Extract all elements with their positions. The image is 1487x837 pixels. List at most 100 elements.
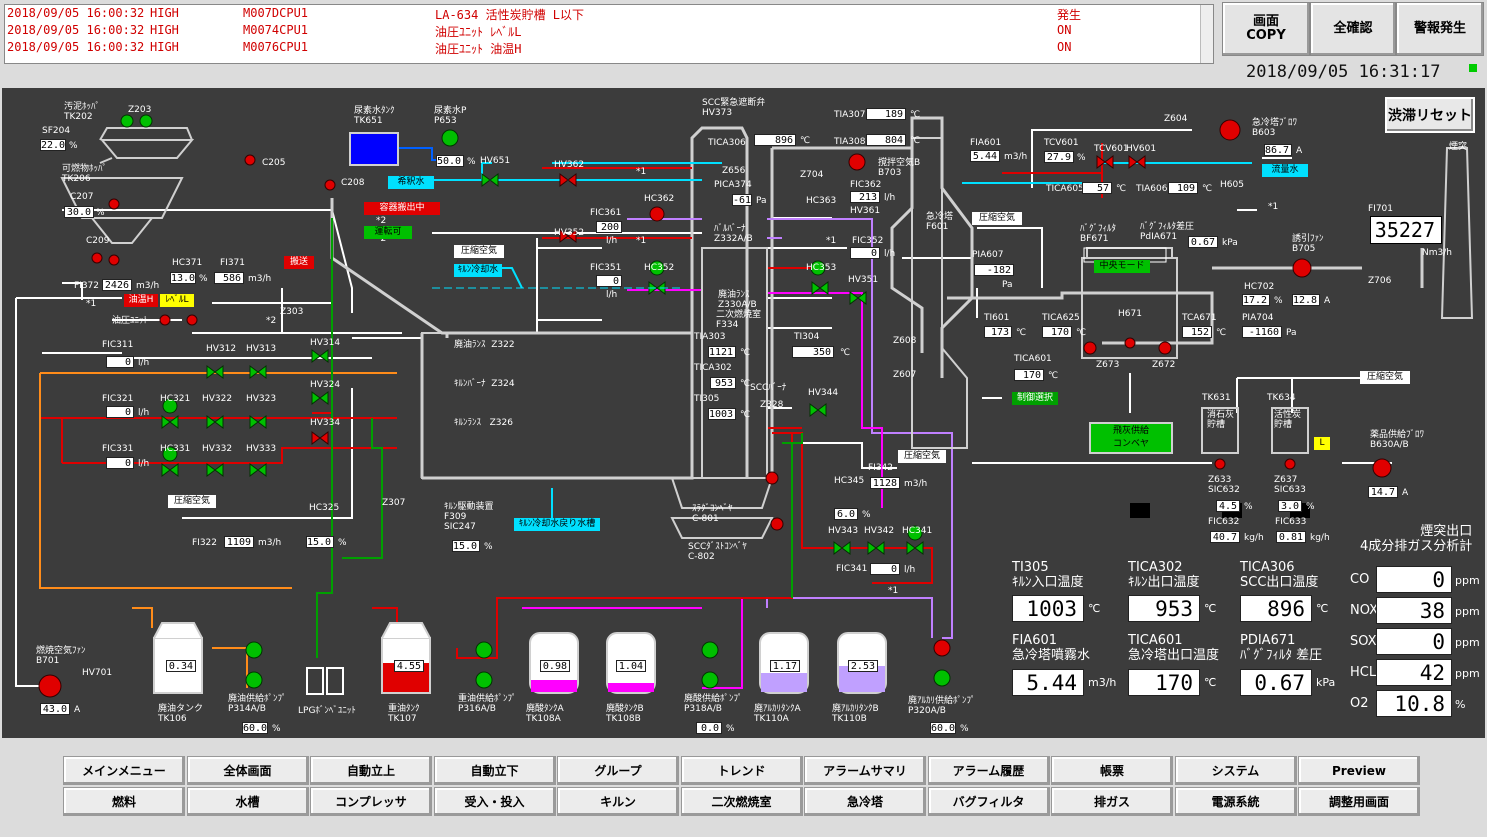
nav-button[interactable]: 燃料 [63,787,185,816]
process-label: 廃酸供給ﾎﾟﾝﾌﾟ P318A/B [684,694,743,714]
nav-button[interactable]: システム [1174,756,1297,785]
process-value: 0.81 [1276,531,1306,543]
process-value: 0 [106,457,134,469]
readout-label: TICA302 ｷﾙﾝ出口温度 [1128,560,1200,590]
process-label: TCV601 [1094,144,1129,154]
alarm-state: 発生 [1057,8,1082,22]
process-label: FIC331 [102,444,134,454]
process-value: -1160 [1242,326,1282,338]
nav-button[interactable]: 急冷塔 [804,787,926,816]
nav-button[interactable]: 電源系統 [1174,787,1297,816]
process-value: 1.17 [770,660,800,672]
process-value: 60.0 [242,722,268,734]
nav-button[interactable]: グループ [557,756,679,785]
process-unit: % [272,724,281,734]
process-value: 3.0 [1278,500,1302,512]
process-tag: 搬送 [284,256,314,269]
process-label: 尿素水ﾀﾝｸ TK651 [354,106,395,126]
process-label: HV352 [554,228,585,238]
status-led [1469,64,1477,72]
process-value: 1121 [708,346,736,358]
process-tag[interactable]: 制御選択 [1012,392,1058,405]
process-label: SCC緊急遮断弁 HV373 [702,98,766,118]
process-label: Z303 [280,307,304,317]
nav-button[interactable]: 調整用画面 [1298,787,1420,816]
readout-value: 5.44 [1012,669,1084,696]
process-label: ｷﾙﾝﾊﾞｰﾅ Z324 [454,379,515,389]
process-label: HC321 [160,394,191,404]
process-label: 油圧ﾕﾆｯﾄ [112,316,149,326]
process-label: FI372 [74,281,100,291]
nav-button[interactable]: アラーム履歴 [927,756,1050,785]
process-label: Z608 [893,336,917,346]
nav-button[interactable]: アラームサマリ [804,756,926,785]
nav-button[interactable]: 全体画面 [186,756,309,785]
process-unit: A [1402,488,1409,498]
process-label: FIC361 [590,208,622,218]
alarm-raise-button[interactable]: 警報発生 [1396,2,1484,56]
process-value: 60.0 [930,722,956,734]
process-value: 170 [1014,369,1044,381]
alarm-level: HIGH [150,6,179,20]
alarm-level: HIGH [150,40,179,54]
alarm-time: 2018/09/05 16:00:32 [7,23,145,37]
process-label: HV362 [554,160,585,170]
nav-button[interactable]: 帳票 [1051,756,1173,785]
process-unit: kg/h [1244,533,1264,543]
congestion-reset-button[interactable]: 渋滞リセット [1385,97,1475,133]
process-unit: l/h [904,565,916,575]
nav-button[interactable]: 自動立上 [310,756,432,785]
nav-button[interactable]: 自動立下 [433,756,556,785]
process-value: 152 [1182,326,1212,338]
nav-button[interactable]: 受入・投入 [433,787,556,816]
process-label: HC362 [644,194,675,204]
process-value: 57 [1082,182,1112,194]
process-tag[interactable]: 運転可 [364,226,412,239]
process-label: FIC341 [836,564,868,574]
process-unit: % [960,724,969,734]
process-label: TIA308 [834,137,866,147]
process-unit: ℃ [1016,328,1027,338]
process-value: 200 [596,221,622,233]
process-label: HV324 [310,380,341,390]
screen-copy-button[interactable]: 画面 COPY [1222,2,1310,56]
nav-button[interactable]: Preview [1298,756,1420,785]
process-label: 廃ｱﾙｶﾘ供給ﾎﾟﾝﾌﾟ P320A/B [908,696,976,716]
process-tag: 圧縮空気 [168,495,216,508]
confirm-all-button[interactable]: 全確認 [1310,2,1396,56]
process-unit: ℃ [910,136,921,146]
nav-button[interactable]: コンプレッサ [310,787,432,816]
nav-button[interactable]: 排ガス [1051,787,1173,816]
nav-button[interactable]: トレンド [680,756,803,785]
process-label: SF204 [42,126,71,136]
process-value: 86.7 [1264,144,1292,156]
process-tag[interactable]: 容器搬出中 [364,202,440,215]
nav-button[interactable]: 水槽 [186,787,309,816]
process-label: HV312 [206,344,237,354]
process-value: 350 [792,346,834,358]
alarm-level: HIGH [150,23,179,37]
process-label: SCCﾀﾞｽﾄｺﾝﾍﾞﾔ C-802 [688,542,747,562]
nav-button[interactable]: 二次燃焼室 [680,787,803,816]
process-label: Z633 SIC632 [1208,475,1240,495]
process-value: 1.04 [616,660,646,672]
process-label: Z706 [1368,276,1392,286]
process-label: 尿素水P P653 [434,106,467,126]
process-label: PIA607 [972,250,1004,260]
process-label: HV361 [850,206,881,216]
process-value: 2426 [102,279,132,291]
nav-button[interactable]: バグフィルタ [927,787,1050,816]
nav-button[interactable]: メインメニュー [63,756,185,785]
process-unit: Pa [1286,328,1297,338]
process-value: 17.2 [1242,294,1270,306]
process-value: 1128 [870,477,900,489]
process-unit: % [96,208,105,218]
alarm-scrollbar[interactable] [1200,5,1213,63]
nav-button[interactable]: キルン [557,787,679,816]
process-value: 804 [866,134,906,146]
analyzer-value: 0 [1376,628,1452,655]
